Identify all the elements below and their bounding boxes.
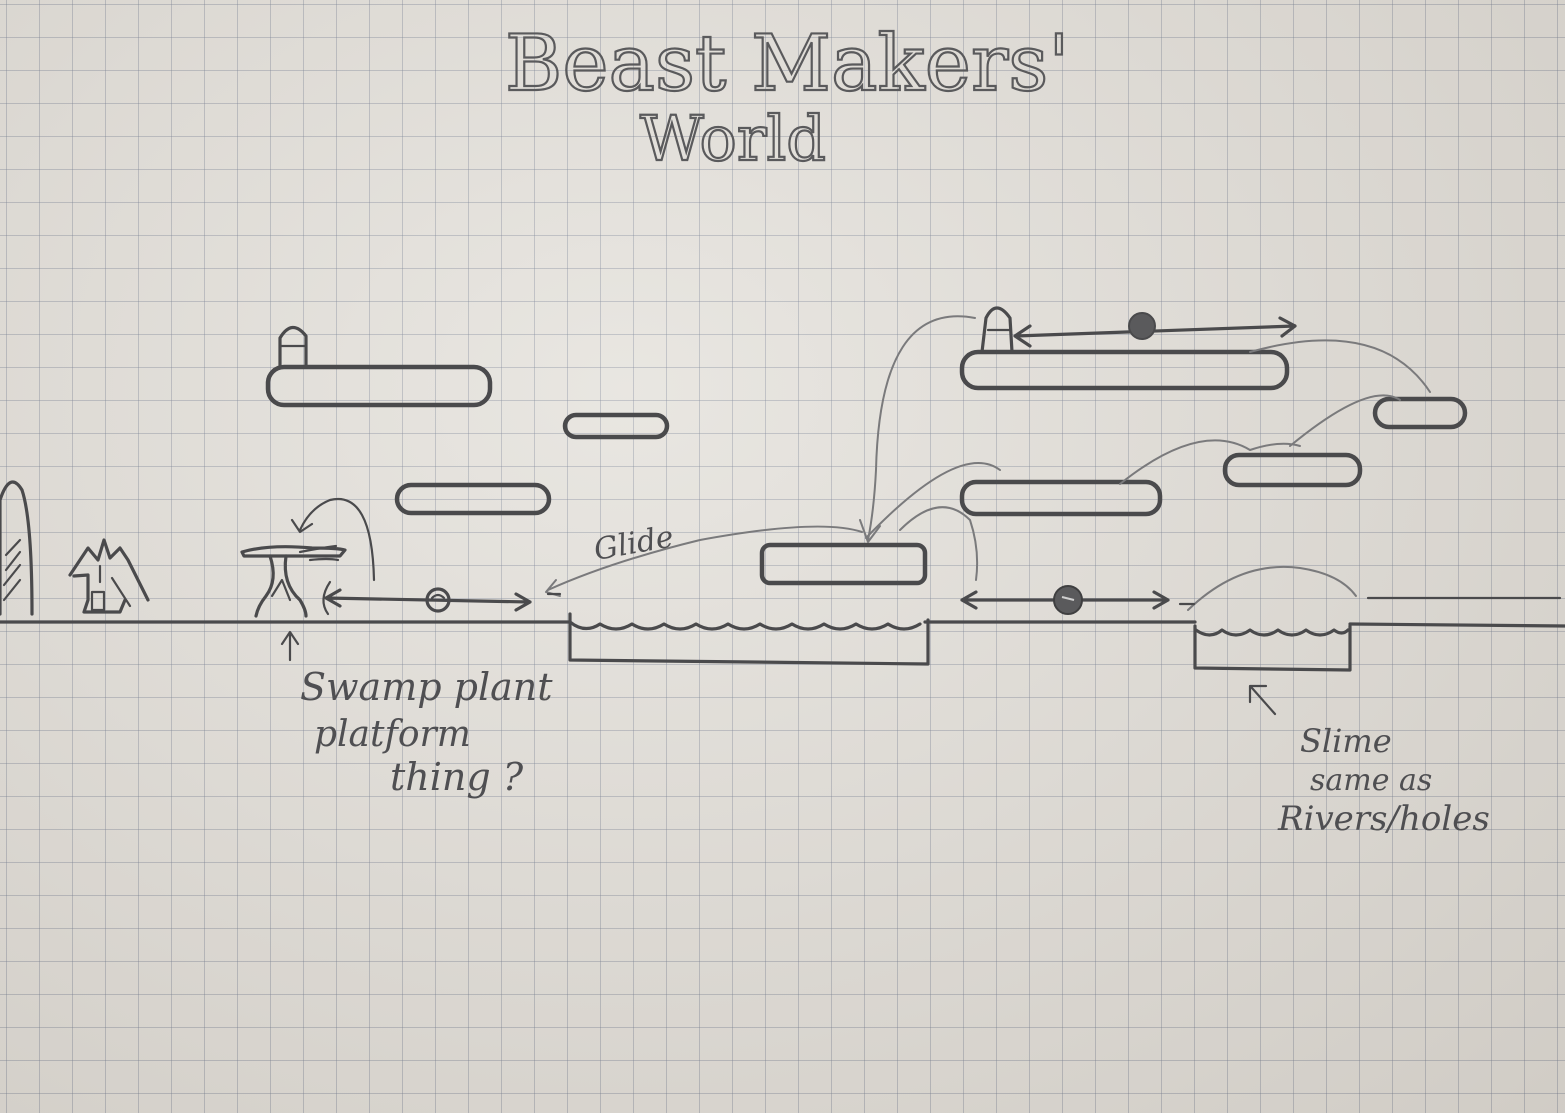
river-pit — [568, 612, 930, 666]
floating-platform-center — [759, 542, 928, 586]
floating-platform-top-right — [959, 306, 1290, 391]
floating-platform-right — [1222, 452, 1363, 488]
floating-platform-mid-right — [959, 479, 1163, 517]
ground-line — [0, 620, 1565, 628]
swamp-label-line-2: platform — [314, 714, 471, 755]
swamp-label-line-3: thing ? — [390, 755, 524, 799]
slime-label-line-3: Rivers/holes — [1277, 799, 1490, 839]
patrol-enemy-top — [1013, 312, 1297, 348]
patrol-enemy-1 — [324, 587, 532, 613]
title-line-2: World — [640, 102, 826, 175]
title-line-1: Beast Makers' — [505, 19, 1070, 109]
house-icon — [68, 538, 150, 614]
drop-arc-arrow — [859, 315, 976, 543]
floating-platform-far-right — [1372, 396, 1468, 430]
swamp-label-arrow — [280, 630, 300, 662]
glide-label: Glide — [591, 519, 676, 567]
floating-platform-mid-left — [394, 482, 552, 516]
slime-label-line-1: Slime — [1300, 722, 1392, 760]
gate-arch-icon — [0, 480, 34, 616]
floating-platform-upper-left — [265, 325, 493, 408]
floating-platform-small — [562, 412, 670, 440]
slime-label-arrow — [1248, 684, 1277, 716]
jump-arcs — [865, 339, 1431, 611]
slime-label-line-2: same as — [1310, 763, 1432, 798]
swamp-plant-platform — [240, 544, 347, 618]
patrol-enemy-2 — [960, 585, 1170, 615]
swamp-label-line-1: Swamp plant — [300, 665, 553, 709]
bounce-arc-arrow — [290, 497, 376, 582]
slime-pit — [1193, 624, 1352, 672]
